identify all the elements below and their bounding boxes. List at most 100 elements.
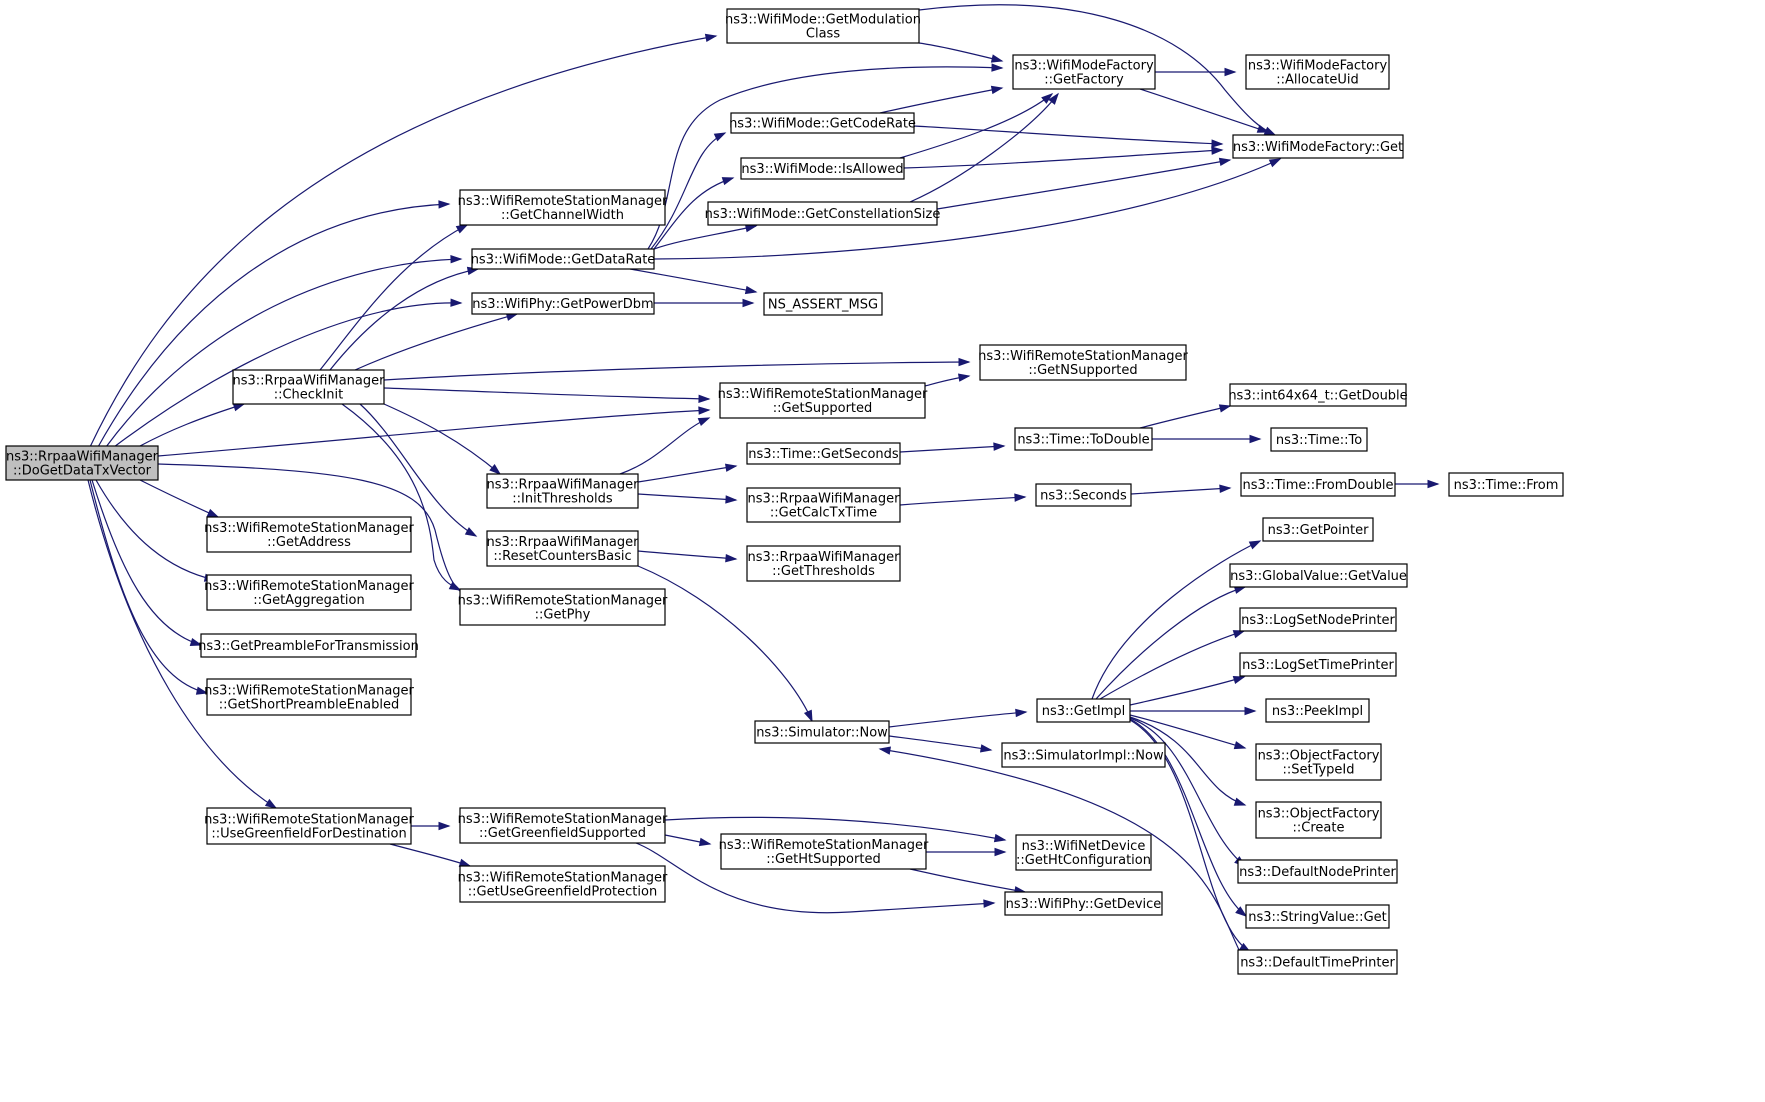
arrowhead-icon xyxy=(698,406,711,415)
function-node-get-power-dbm[interactable]: ns3::WifiPhy::GetPowerDbm xyxy=(471,292,655,315)
function-node-time-from[interactable]: ns3::Time::From xyxy=(1448,472,1564,497)
function-node-get-pointer[interactable]: ns3::GetPointer xyxy=(1262,517,1374,542)
node-label: ns3::WifiMode::GetConstellationSize xyxy=(705,207,941,222)
function-node-use-greenfield-for-destination[interactable]: ns3::WifiRemoteStationManager::UseGreenf… xyxy=(204,807,415,845)
node-label: ::SetTypeId xyxy=(1282,763,1354,778)
call-edge-line xyxy=(637,465,737,483)
arrowhead-icon xyxy=(993,833,1007,843)
function-node-is-allowed[interactable]: ns3::WifiMode::IsAllowed xyxy=(740,157,905,180)
call-edge-line xyxy=(341,403,461,591)
arrowhead-icon xyxy=(1211,146,1224,155)
function-node-default-time-printer[interactable]: ns3::DefaultTimePrinter xyxy=(1237,949,1398,975)
function-node-get-short-preamble-enabled[interactable]: ns3::WifiRemoteStationManager::GetShortP… xyxy=(204,678,415,716)
call-edge xyxy=(113,298,463,448)
function-node-global-value-get-value[interactable]: ns3::GlobalValue::GetValue xyxy=(1229,563,1408,588)
call-edge xyxy=(410,821,451,831)
function-node-get-greenfield-supported[interactable]: ns3::WifiRemoteStationManager::GetGreenf… xyxy=(458,807,668,844)
function-node-reset-counters-basic[interactable]: ns3::RrpaaWifiManager::ResetCountersBasi… xyxy=(486,530,640,567)
function-node-get-ht-supported[interactable]: ns3::WifiRemoteStationManager::GetHtSupp… xyxy=(719,833,929,870)
call-edge-line xyxy=(91,479,202,646)
arrowhead-icon xyxy=(698,394,711,403)
call-edge xyxy=(936,157,1232,210)
node-label: ns3::int64x64_t::GetDouble xyxy=(1228,389,1407,404)
node-box xyxy=(1255,801,1382,839)
function-node-simulator-now[interactable]: ns3::Simulator::Now xyxy=(754,720,890,744)
function-node-seconds[interactable]: ns3::Seconds xyxy=(1035,483,1132,507)
node-box xyxy=(1239,652,1397,677)
function-node-get-use-greenfield-protection[interactable]: ns3::WifiRemoteStationManager::GetUseGre… xyxy=(458,865,668,903)
node-label: ns3::RrpaaWifiManager xyxy=(233,374,386,389)
function-node-log-set-node-printer[interactable]: ns3::LogSetNodePrinter xyxy=(1239,607,1397,632)
arrowhead-icon xyxy=(979,744,993,753)
function-node-get-data-rate[interactable]: ns3::WifiMode::GetDataRate xyxy=(471,248,656,270)
function-node-log-set-time-printer[interactable]: ns3::LogSetTimePrinter xyxy=(1239,652,1397,677)
function-node-get-impl[interactable]: ns3::GetImpl xyxy=(1036,698,1131,723)
node-box xyxy=(1015,834,1152,871)
call-edge xyxy=(1095,585,1247,700)
call-edge xyxy=(924,373,971,387)
function-node-get-constellation-size[interactable]: ns3::WifiMode::GetConstellationSize xyxy=(705,201,941,226)
function-node-get-address[interactable]: ns3::WifiRemoteStationManager::GetAddres… xyxy=(204,516,415,553)
function-node-get-aggregation[interactable]: ns3::WifiRemoteStationManager::GetAggreg… xyxy=(204,574,415,611)
node-box xyxy=(459,865,666,903)
function-node-object-factory-set-type-id[interactable]: ns3::ObjectFactory::SetTypeId xyxy=(1255,743,1382,781)
call-edge-line xyxy=(888,735,992,751)
call-edge-line xyxy=(637,493,737,501)
function-node-get-supported[interactable]: ns3::WifiRemoteStationManager::GetSuppor… xyxy=(718,382,928,419)
function-node-init-thresholds[interactable]: ns3::RrpaaWifiManager::InitThresholds xyxy=(486,473,640,509)
function-node-get-preamble-for-transmission[interactable]: ns3::GetPreambleForTransmission xyxy=(198,633,419,658)
function-node-string-value-get[interactable]: ns3::StringValue::Get xyxy=(1245,904,1390,929)
arrowhead-icon xyxy=(195,686,209,695)
function-node-get-ht-configuration[interactable]: ns3::WifiNetDevice::GetHtConfiguration xyxy=(1015,834,1152,871)
call-edge xyxy=(878,746,1241,953)
arrowhead-icon xyxy=(725,495,738,504)
node-label: ns3::WifiModeFactory xyxy=(1248,59,1388,74)
function-node-time-get-seconds[interactable]: ns3::Time::GetSeconds xyxy=(746,442,901,465)
call-edge-line xyxy=(909,93,1059,203)
arrowhead-icon xyxy=(448,581,462,591)
call-edge xyxy=(359,403,478,537)
call-edge-line xyxy=(89,479,208,694)
node-label: ns3::ObjectFactory xyxy=(1258,749,1380,764)
node-label: ns3::WifiPhy::GetPowerDbm xyxy=(472,297,653,312)
function-node-time-to-double[interactable]: ns3::Time::ToDouble xyxy=(1014,427,1153,451)
function-node-allocate-uid[interactable]: ns3::WifiModeFactory::AllocateUid xyxy=(1245,54,1390,90)
function-node-ns-assert-msg[interactable]: NS_ASSERT_MSG xyxy=(763,292,883,316)
node-label: ::GetGreenfieldSupported xyxy=(479,826,646,841)
node-label: NS_ASSERT_MSG xyxy=(768,298,878,313)
call-edge xyxy=(97,200,451,448)
node-box xyxy=(754,720,890,744)
function-node-simulator-impl-now[interactable]: ns3::SimulatorImpl::Now xyxy=(1001,742,1166,768)
call-edge xyxy=(383,357,971,381)
call-edge-line xyxy=(354,313,518,371)
call-edge-line xyxy=(97,203,450,448)
function-node-default-node-printer[interactable]: ns3::DefaultNodePrinter xyxy=(1237,859,1398,884)
function-node-mode-factory-get[interactable]: ns3::WifiModeFactory::Get xyxy=(1232,134,1404,159)
function-node-get-double[interactable]: ns3::int64x64_t::GetDouble xyxy=(1228,383,1408,407)
function-node-get-calc-tx-time[interactable]: ns3::RrpaaWifiManager::GetCalcTxTime xyxy=(746,487,901,523)
function-node-get-n-supported[interactable]: ns3::WifiRemoteStationManager::GetNSuppo… xyxy=(978,344,1189,381)
function-node-get-code-rate[interactable]: ns3::WifiMode::GetCodeRate xyxy=(729,112,916,134)
function-node-get-phy[interactable]: ns3::WifiRemoteStationManager::GetPhy xyxy=(458,588,668,626)
function-node-get-thresholds[interactable]: ns3::RrpaaWifiManager::GetThresholds xyxy=(746,545,901,582)
call-edge xyxy=(139,479,220,518)
function-node-object-factory-create[interactable]: ns3::ObjectFactory::Create xyxy=(1255,801,1382,839)
function-node-check-init[interactable]: ns3::RrpaaWifiManager::CheckInit xyxy=(232,369,386,405)
node-label: ns3::RrpaaWifiManager xyxy=(6,450,159,465)
call-edge xyxy=(383,387,711,403)
function-node-time-from-double[interactable]: ns3::Time::FromDouble xyxy=(1240,472,1396,497)
function-node-peek-impl[interactable]: ns3::PeekImpl xyxy=(1265,698,1370,723)
arrowhead-icon xyxy=(725,553,738,563)
call-edge-line xyxy=(637,565,813,722)
call-edge-line xyxy=(637,550,737,560)
node-label: ns3::Time::From xyxy=(1454,478,1559,493)
node-label: ns3::Simulator::Now xyxy=(756,726,888,741)
node-box xyxy=(719,382,926,419)
function-node-mode-factory-get-factory[interactable]: ns3::WifiModeFactory::GetFactory xyxy=(1012,54,1156,90)
arrowhead-icon xyxy=(1427,479,1440,489)
function-node-get-channel-width[interactable]: ns3::WifiRemoteStationManager::GetChanne… xyxy=(458,189,668,226)
function-node-wifi-phy-get-device[interactable]: ns3::WifiPhy::GetDevice xyxy=(1004,891,1163,916)
function-node-time-to[interactable]: ns3::Time::To xyxy=(1270,427,1368,452)
node-label: ::GetSupported xyxy=(773,401,873,416)
